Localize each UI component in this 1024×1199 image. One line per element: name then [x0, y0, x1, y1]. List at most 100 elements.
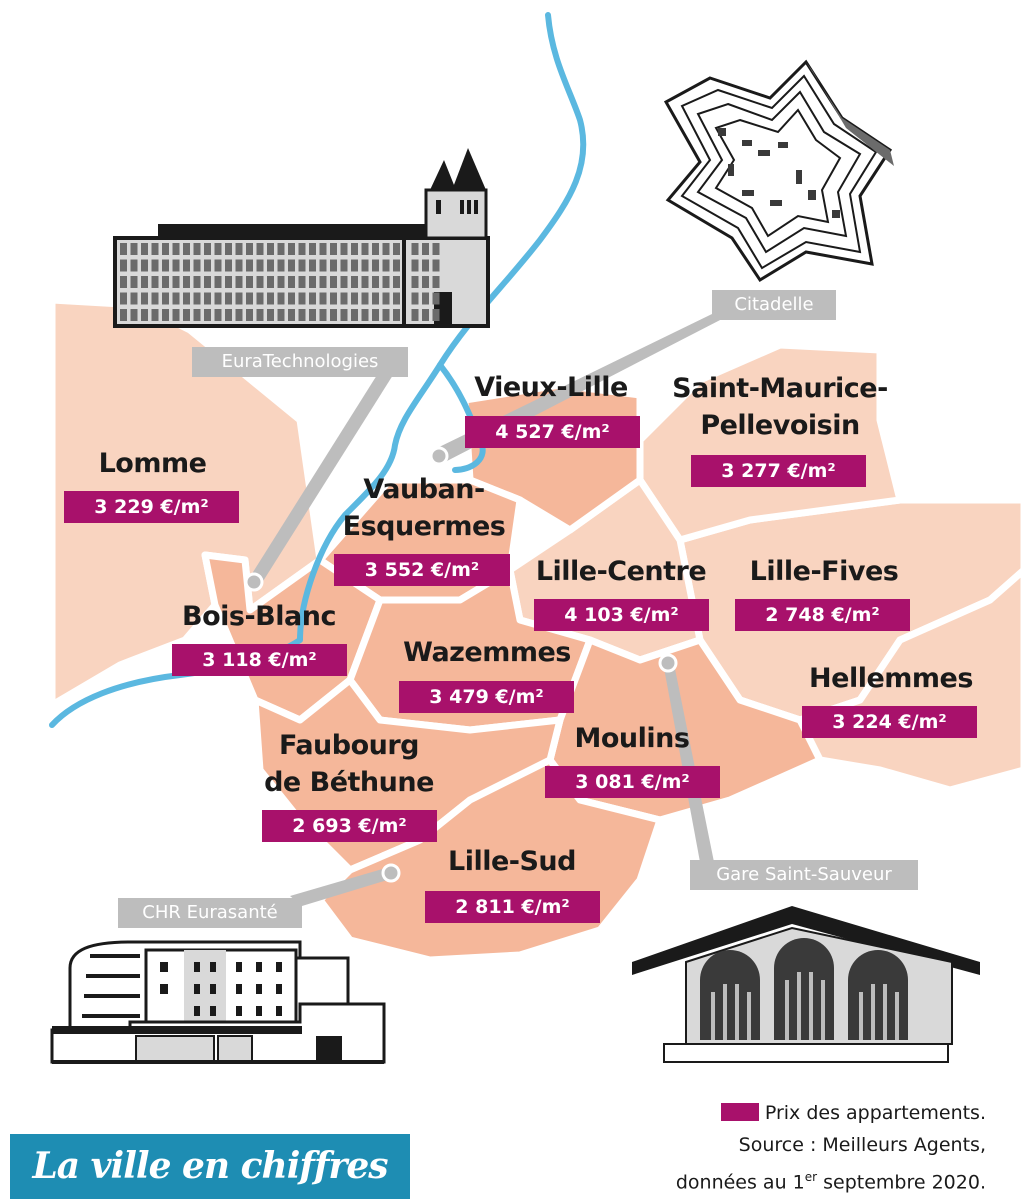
building-window	[267, 309, 274, 321]
building-window	[204, 276, 211, 288]
building-window	[309, 292, 316, 305]
building-window	[235, 276, 243, 288]
building-window	[235, 259, 243, 272]
building-window	[432, 309, 440, 321]
building-window	[193, 243, 201, 255]
label-chr-eurasante: CHR Eurasanté	[118, 898, 302, 928]
legend-date-suffix: septembre 2020.	[817, 1171, 986, 1194]
price-bois-blanc: 3 118 €/m²	[172, 644, 347, 676]
building-window	[288, 259, 295, 272]
building-window	[372, 243, 379, 255]
building-window	[288, 276, 295, 288]
label-gare-saint-sauveur: Gare Saint-Sauveur	[690, 860, 918, 890]
building-window	[225, 292, 232, 305]
district-name-hellemmes: Hellemmes	[809, 663, 973, 694]
building-window	[309, 243, 316, 255]
building-window	[193, 259, 201, 272]
building-window	[120, 243, 127, 255]
building-window	[422, 259, 429, 272]
building-window	[361, 276, 369, 288]
building-window	[340, 309, 348, 321]
building-window	[267, 276, 274, 288]
district-name-lille-sud: Lille-Sud	[448, 846, 576, 877]
citadelle-fortress-icon	[663, 59, 894, 283]
building-window	[141, 243, 148, 255]
building-window	[141, 259, 148, 272]
building-window	[120, 292, 127, 305]
building-window	[246, 292, 253, 305]
building-window	[267, 243, 274, 255]
building-window	[214, 276, 222, 288]
building-window	[120, 276, 127, 288]
building-window	[372, 309, 379, 321]
building-window	[130, 309, 138, 321]
chr-point	[381, 863, 401, 883]
building-window	[162, 292, 169, 305]
building-window	[298, 276, 306, 288]
building-window	[382, 243, 390, 255]
building-window	[330, 309, 337, 321]
building-window	[172, 276, 180, 288]
building-window	[422, 309, 429, 321]
legend-label: Prix des appartements.	[764, 1102, 986, 1124]
citadelle-point	[429, 446, 449, 466]
building-window	[214, 292, 222, 305]
gare-saint-sauveur-building-icon	[632, 906, 980, 1063]
building-window	[288, 309, 295, 321]
building-window	[214, 259, 222, 272]
building-window	[193, 292, 201, 305]
district-name-faubourg-de-bethune: Faubourg de Béthune	[264, 730, 434, 798]
building-window	[256, 259, 264, 272]
price-wazemmes: 3 479 €/m²	[399, 681, 574, 713]
building-window	[411, 243, 419, 255]
district-name-lomme: Lomme	[98, 448, 207, 479]
building-window	[183, 292, 190, 305]
building-window	[120, 259, 127, 272]
building-window	[432, 259, 440, 272]
label-citadelle: Citadelle	[712, 290, 836, 320]
building-window	[288, 243, 295, 255]
price-lille-sud: 2 811 €/m²	[425, 891, 600, 923]
building-window	[330, 243, 337, 255]
building-window	[298, 259, 306, 272]
building-window	[277, 292, 285, 305]
building-window	[382, 292, 390, 305]
building-window	[340, 276, 348, 288]
building-window	[351, 309, 358, 321]
building-window	[130, 276, 138, 288]
building-window	[351, 259, 358, 272]
building-window	[309, 276, 316, 288]
building-window	[411, 259, 419, 272]
brand-banner: La ville en chiffres	[10, 1134, 410, 1199]
building-window	[235, 309, 243, 321]
label-euratechnologies: EuraTechnologies	[192, 347, 408, 377]
building-window	[277, 243, 285, 255]
building-window	[277, 309, 285, 321]
building-window	[411, 309, 419, 321]
building-window	[162, 276, 169, 288]
building-window	[351, 276, 358, 288]
building-window	[204, 243, 211, 255]
callout-chr	[290, 868, 394, 906]
district-name-vauban-esquermes: Vauban- Esquermes	[342, 474, 506, 542]
building-window	[235, 243, 243, 255]
building-window	[204, 259, 211, 272]
price-moulins: 3 081 €/m²	[545, 766, 720, 798]
building-window	[141, 292, 148, 305]
building-window	[151, 243, 159, 255]
callout-gare	[664, 664, 714, 862]
building-window	[432, 243, 440, 255]
legend-row: Prix des appartements.	[676, 1097, 986, 1129]
legend-source: Source : Meilleurs Agents,	[738, 1134, 986, 1156]
building-window	[277, 259, 285, 272]
district-name-lille-centre: Lille-Centre	[535, 556, 707, 587]
euratechnologies-point	[244, 572, 264, 592]
building-window	[361, 259, 369, 272]
price-vauban-esquermes: 3 552 €/m²	[334, 554, 510, 586]
building-window	[130, 259, 138, 272]
building-window	[432, 276, 440, 288]
euratechnologies-building-icon	[113, 148, 490, 328]
building-window	[162, 243, 169, 255]
callout-euratechnologies	[248, 375, 393, 586]
building-window	[225, 276, 232, 288]
